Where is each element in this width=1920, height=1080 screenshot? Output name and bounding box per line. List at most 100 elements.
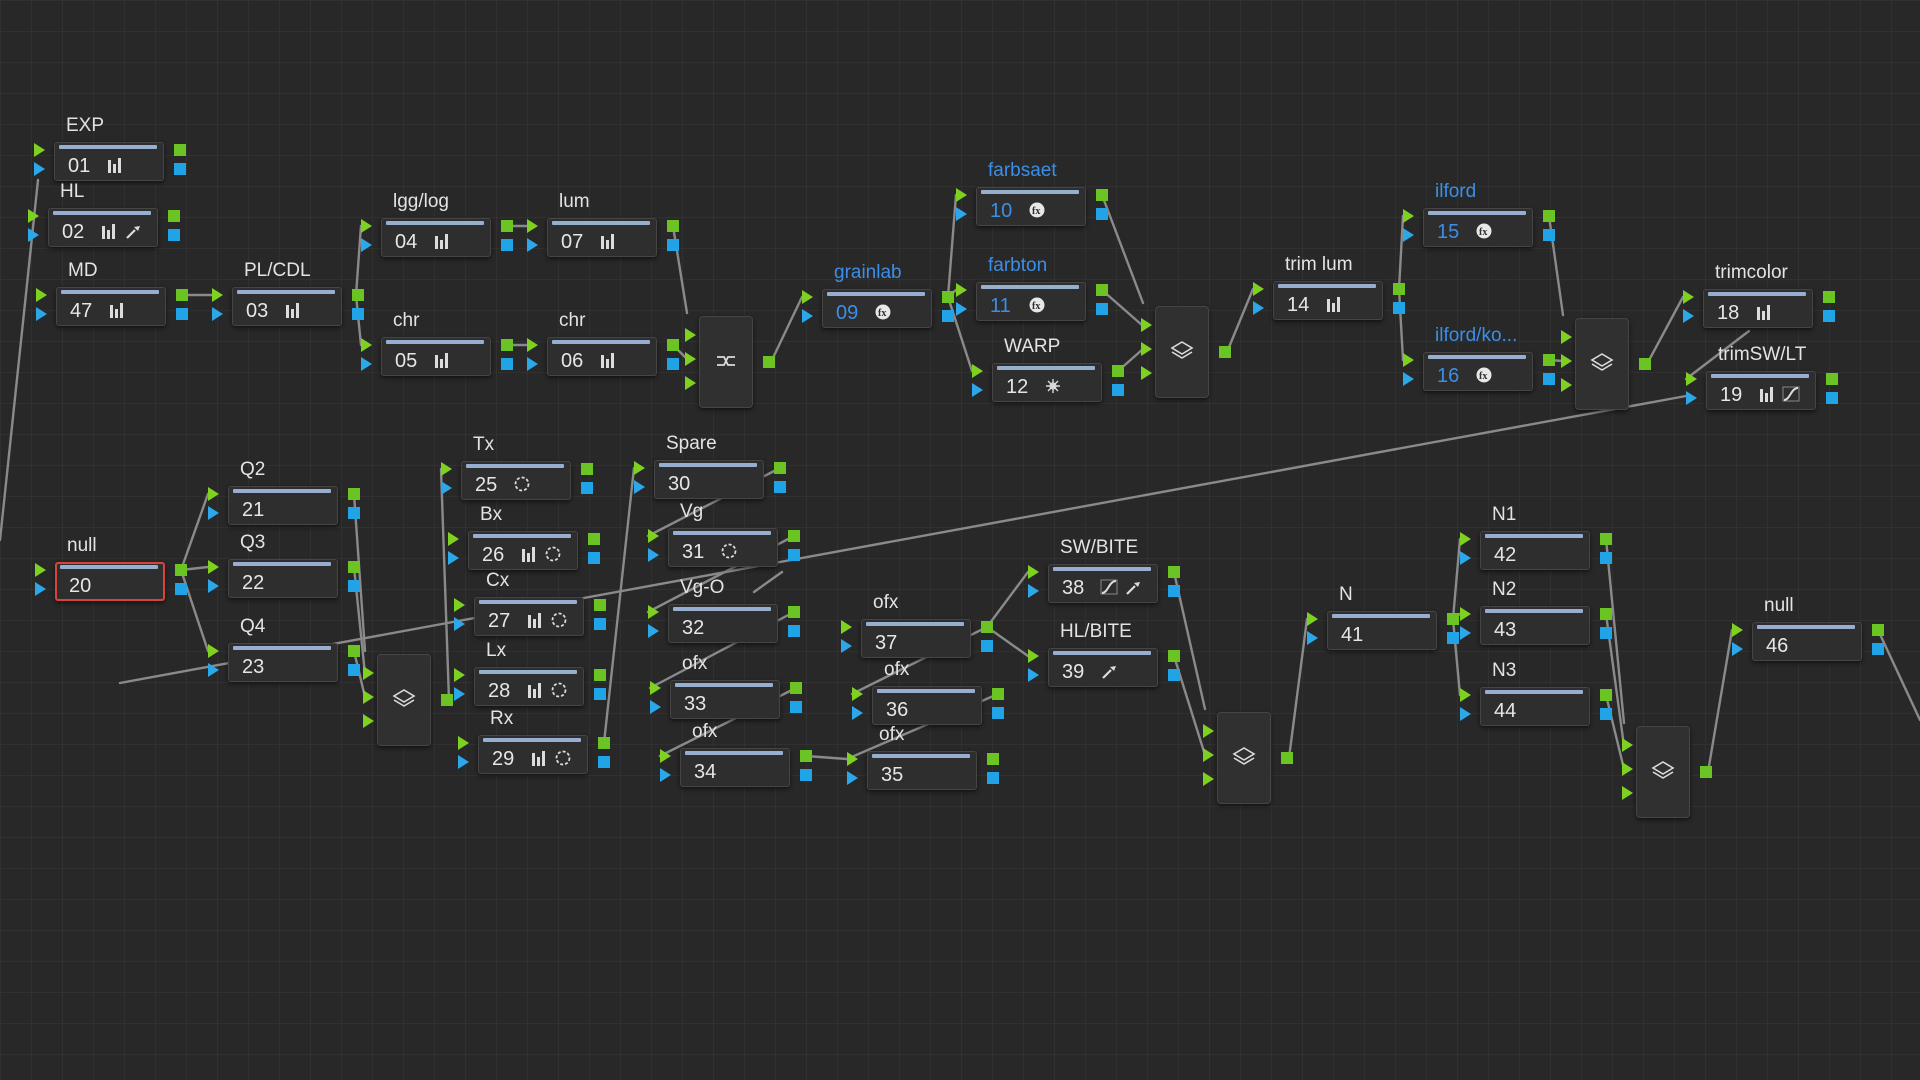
mixer-body[interactable] <box>1155 306 1209 398</box>
alpha-output-port[interactable] <box>352 308 364 320</box>
splitter-combiner-1[interactable] <box>685 316 775 408</box>
alpha-input-port[interactable] <box>1460 707 1471 721</box>
alpha-output-port[interactable] <box>588 552 600 564</box>
alpha-output-port[interactable] <box>1096 303 1108 315</box>
mixer-input-port[interactable] <box>363 666 374 680</box>
alpha-input-port[interactable] <box>208 506 219 520</box>
alpha-output-port[interactable] <box>175 583 187 595</box>
rgb-output-port[interactable] <box>1543 210 1555 222</box>
alpha-input-port[interactable] <box>1460 551 1471 565</box>
rgb-output-port[interactable] <box>667 220 679 232</box>
layer-mixer-4[interactable] <box>1203 712 1293 804</box>
alpha-output-port[interactable] <box>168 229 180 241</box>
alpha-output-port[interactable] <box>1826 392 1838 404</box>
alpha-output-port[interactable] <box>501 358 513 370</box>
alpha-input-port[interactable] <box>956 207 967 221</box>
alpha-output-port[interactable] <box>581 482 593 494</box>
rgb-output-port[interactable] <box>788 606 800 618</box>
alpha-input-port[interactable] <box>36 307 47 321</box>
alpha-output-port[interactable] <box>1168 669 1180 681</box>
rgb-output-port[interactable] <box>987 753 999 765</box>
rgb-input-port[interactable] <box>956 188 967 202</box>
mixer-input-port[interactable] <box>1561 354 1572 368</box>
rgb-input-port[interactable] <box>852 687 863 701</box>
alpha-input-port[interactable] <box>361 357 372 371</box>
mixer-input-port[interactable] <box>685 376 696 390</box>
rgb-input-port[interactable] <box>527 219 538 233</box>
alpha-input-port[interactable] <box>1307 631 1318 645</box>
rgb-output-port[interactable] <box>1543 354 1555 366</box>
rgb-input-port[interactable] <box>841 620 852 634</box>
alpha-input-port[interactable] <box>208 579 219 593</box>
rgb-input-port[interactable] <box>458 736 469 750</box>
mixer-input-port[interactable] <box>363 714 374 728</box>
mixer-body[interactable] <box>1636 726 1690 818</box>
rgb-output-port[interactable] <box>667 339 679 351</box>
rgb-input-port[interactable] <box>802 290 813 304</box>
rgb-output-port[interactable] <box>992 688 1004 700</box>
alpha-output-port[interactable] <box>174 163 186 175</box>
alpha-input-port[interactable] <box>1460 626 1471 640</box>
alpha-output-port[interactable] <box>598 756 610 768</box>
layer-mixer-2[interactable] <box>1141 306 1231 398</box>
alpha-output-port[interactable] <box>667 239 679 251</box>
alpha-input-port[interactable] <box>35 582 46 596</box>
rgb-input-port[interactable] <box>28 209 39 223</box>
alpha-input-port[interactable] <box>212 307 223 321</box>
rgb-input-port[interactable] <box>1732 623 1743 637</box>
mixer-input-port[interactable] <box>1622 762 1633 776</box>
alpha-output-port[interactable] <box>790 701 802 713</box>
rgb-output-port[interactable] <box>352 289 364 301</box>
alpha-output-port[interactable] <box>987 772 999 784</box>
alpha-output-port[interactable] <box>788 549 800 561</box>
alpha-output-port[interactable] <box>1543 229 1555 241</box>
rgb-output-port[interactable] <box>581 463 593 475</box>
rgb-input-port[interactable] <box>1403 209 1414 223</box>
rgb-input-port[interactable] <box>454 598 465 612</box>
alpha-output-port[interactable] <box>501 239 513 251</box>
rgb-input-port[interactable] <box>454 668 465 682</box>
rgb-output-port[interactable] <box>981 621 993 633</box>
rgb-input-port[interactable] <box>208 487 219 501</box>
mixer-input-port[interactable] <box>1141 318 1152 332</box>
alpha-output-port[interactable] <box>981 640 993 652</box>
alpha-input-port[interactable] <box>650 700 661 714</box>
layer-mixer-1[interactable] <box>363 654 453 746</box>
alpha-input-port[interactable] <box>1683 309 1694 323</box>
alpha-input-port[interactable] <box>972 383 983 397</box>
rgb-input-port[interactable] <box>1686 372 1697 386</box>
rgb-output-port[interactable] <box>176 289 188 301</box>
rgb-input-port[interactable] <box>847 752 858 766</box>
mixer-input-port[interactable] <box>1561 330 1572 344</box>
alpha-input-port[interactable] <box>1028 668 1039 682</box>
rgb-input-port[interactable] <box>361 219 372 233</box>
alpha-input-port[interactable] <box>28 228 39 242</box>
alpha-input-port[interactable] <box>1403 372 1414 386</box>
alpha-input-port[interactable] <box>34 162 45 176</box>
alpha-output-port[interactable] <box>594 688 606 700</box>
mixer-output-port[interactable] <box>1219 346 1231 358</box>
alpha-output-port[interactable] <box>1393 302 1405 314</box>
alpha-input-port[interactable] <box>1403 228 1414 242</box>
rgb-output-port[interactable] <box>1600 689 1612 701</box>
alpha-input-port[interactable] <box>648 548 659 562</box>
alpha-input-port[interactable] <box>1732 642 1743 656</box>
mixer-input-port[interactable] <box>1141 366 1152 380</box>
